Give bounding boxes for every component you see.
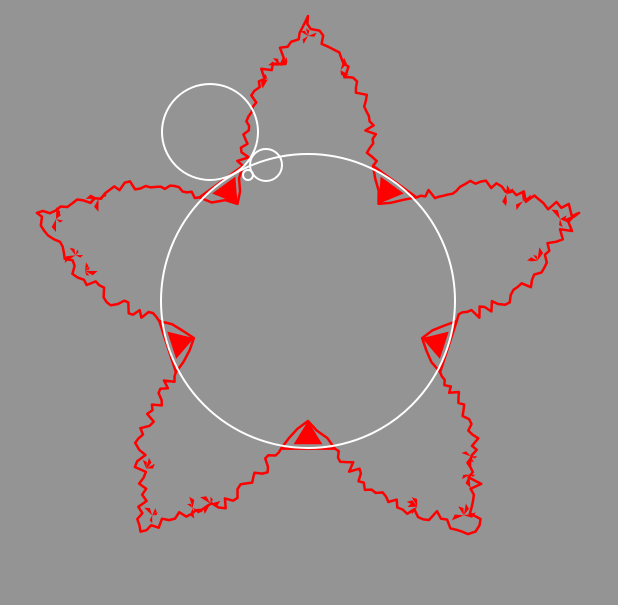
curve-spike: [85, 266, 90, 271]
curve-spike: [411, 497, 418, 507]
star-outline-curve: [35, 14, 581, 536]
valley-curve: [420, 319, 458, 374]
valley-spike: [378, 176, 404, 204]
curve-spike: [406, 500, 418, 507]
curve-spike: [149, 515, 153, 524]
curve-spike: [506, 188, 513, 195]
curve-spike: [463, 474, 470, 479]
curve-spike: [75, 249, 79, 256]
curve-spike: [302, 36, 308, 44]
rolling-circle-small: [242, 169, 254, 181]
curve-spike: [461, 451, 471, 457]
curve-spike: [75, 255, 84, 258]
valley-spike: [167, 331, 194, 359]
curve-spike: [152, 508, 157, 516]
curve-spike: [189, 496, 195, 508]
rolling-circle-large: [161, 83, 259, 181]
valley-curve: [279, 419, 337, 450]
valley-spike: [293, 421, 323, 445]
curve-spike: [85, 262, 89, 271]
curve-spike: [56, 219, 64, 223]
curve-spike: [300, 30, 308, 36]
curve-spike: [85, 270, 98, 276]
curve-spike: [142, 459, 147, 469]
curve-spike: [56, 211, 61, 220]
curve-spike: [152, 511, 158, 516]
curve-spike: [272, 58, 280, 66]
curve-spike: [516, 201, 523, 211]
curve-spike: [533, 255, 538, 261]
curve-spike: [530, 258, 538, 262]
curve-spike: [85, 270, 90, 276]
curve-spike: [340, 70, 345, 76]
curve-spike: [551, 209, 560, 220]
curve-spike: [144, 507, 153, 516]
curve-spike: [537, 247, 544, 261]
curve-spike: [98, 190, 107, 199]
curve-spike: [559, 219, 563, 228]
rolling-circle-medium: [249, 148, 283, 182]
curve-spike: [503, 194, 507, 204]
curve-spike: [261, 79, 268, 89]
curve-spike: [451, 514, 464, 521]
curve-spike: [308, 32, 317, 37]
curve-spike: [407, 503, 418, 507]
fractal-star-curve: [35, 14, 581, 536]
curve-spike: [261, 74, 268, 80]
curve-spike: [146, 462, 150, 469]
valley-curve: [158, 319, 196, 374]
curve-spike: [94, 198, 99, 212]
curve-spike: [200, 496, 211, 504]
curve-spike: [458, 506, 464, 516]
valley-spike: [212, 176, 238, 204]
curve-spike: [187, 503, 193, 508]
curve-spike: [51, 219, 56, 232]
valley-spike: [422, 331, 449, 359]
gear-circles: [160, 83, 456, 449]
curve-spike: [146, 463, 155, 469]
fixed-circle: [160, 153, 456, 449]
valley-curve: [371, 164, 418, 206]
curve-spike: [463, 503, 469, 516]
valley-curve: [198, 164, 245, 206]
curve-spike: [64, 255, 76, 263]
curve-spike: [560, 215, 567, 220]
curve-spike: [69, 247, 76, 256]
curve-spike: [305, 28, 310, 36]
curve-spike: [210, 496, 213, 504]
